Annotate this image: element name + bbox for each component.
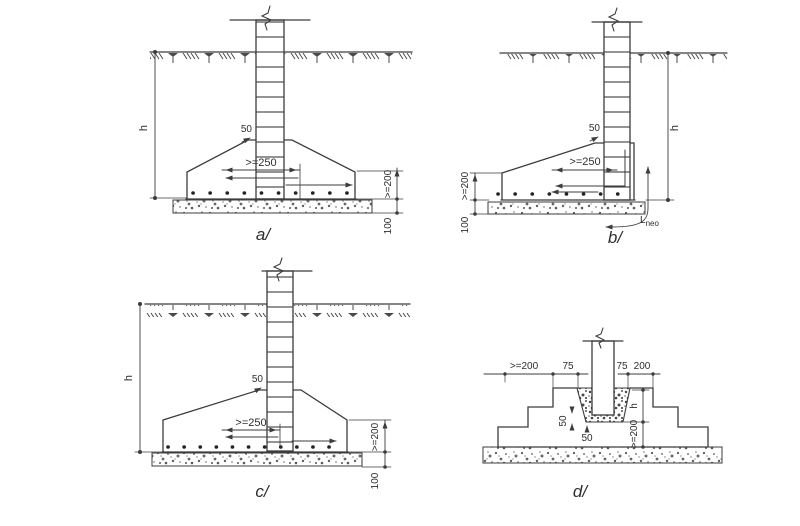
dim-50-arrow-b — [589, 136, 599, 143]
ground-hatch-a-right — [284, 53, 412, 65]
chain-ext-a — [355, 170, 404, 214]
diagram-b: h 50 >=250 >=200 100 Lneo b/ — [460, 7, 728, 247]
dim-250-label-b: >=250 — [569, 156, 600, 168]
dim-dot — [138, 302, 142, 306]
dim-h-label-c: h — [123, 375, 135, 381]
ground-hatch-a-left — [150, 53, 256, 65]
ground-hatch-b-left — [500, 54, 604, 66]
dim-75-left-label-d: 75 — [562, 361, 574, 372]
dim-50-label-a: 50 — [241, 124, 253, 135]
break-symbol-b — [607, 7, 620, 32]
break-symbol-c — [272, 257, 285, 282]
diagram-c: h 50 >=250 >=200 100 c/ — [123, 257, 411, 501]
dim-50-arrow-c — [252, 387, 262, 394]
anchor-length-label: Lneo — [640, 215, 659, 228]
footing-outline-c — [161, 389, 349, 453]
dim-dot — [153, 50, 157, 54]
dim-socket-depth-label-d: h — [629, 403, 640, 409]
lean-concrete-c — [151, 452, 363, 467]
column-b — [603, 21, 631, 201]
dim-dot — [626, 372, 630, 376]
dim-50-label-b: 50 — [589, 123, 601, 134]
chain-ext-d — [623, 389, 650, 423]
dim-250-label-a: >=250 — [245, 157, 276, 169]
dim-dot — [503, 372, 507, 376]
anchor-length-sub: neo — [646, 219, 660, 228]
dim-dot — [641, 445, 645, 449]
lean-concrete-a — [172, 199, 373, 214]
dim-lean-label-a: 100 — [383, 217, 394, 234]
dim-below-socket-label-d: >=200 — [629, 419, 640, 448]
anchor-bar-b — [555, 149, 626, 189]
ground-hatch-c-right — [293, 305, 410, 317]
dim-50-arrow-a — [241, 137, 251, 144]
dim-250-label-c: >=250 — [235, 417, 266, 429]
anchor-length-leader — [605, 166, 649, 230]
chain-ext-c — [347, 419, 392, 468]
lean-concrete-d — [482, 446, 723, 464]
dim-lean-label-b: 100 — [460, 216, 471, 233]
dim-h-label-a: h — [138, 125, 150, 131]
chain-ext-b — [469, 172, 503, 215]
dim-dot — [641, 420, 645, 424]
break-symbol-d — [594, 327, 606, 349]
column-a — [255, 19, 285, 200]
dim-edge-label-b: >=200 — [460, 171, 471, 200]
dim-ext-top-d — [504, 373, 654, 389]
dim-grout-v-label-d: 50 — [558, 415, 569, 427]
dim-200-label-d: 200 — [634, 361, 651, 372]
lean-concrete-b — [487, 201, 646, 215]
dim-dot — [651, 372, 655, 376]
dim-h-label-b: h — [669, 125, 681, 131]
dim-grout-h-label-d: 50 — [581, 433, 593, 444]
ground-hatch-c-left — [145, 305, 267, 317]
dim-75-right-label-d: 75 — [616, 361, 628, 372]
diagram-d: >=200 75 75 200 h >=200 50 50 d/ — [482, 327, 723, 501]
anchor-length-main: L — [640, 215, 646, 226]
dim-top-left-label-d: >=200 — [510, 361, 539, 372]
dim-50-label-c: 50 — [252, 374, 264, 385]
dim-dot — [641, 388, 645, 392]
precast-column-d — [591, 340, 615, 416]
dim-dot — [576, 372, 580, 376]
footing-outline-a — [185, 139, 357, 200]
caption-d: d/ — [573, 482, 589, 501]
diagram-a: h 50 >=250 >=200 100 a/ — [138, 5, 413, 244]
dim-edge-label-c: >=200 — [370, 422, 381, 451]
break-symbol-a — [260, 5, 273, 31]
dim-dot — [666, 51, 670, 55]
dim-edge-label-a: >=200 — [383, 169, 394, 198]
caption-a: a/ — [256, 225, 272, 244]
dim-lean-label-c: 100 — [370, 472, 381, 489]
footing-outline-b — [500, 142, 636, 201]
ground-hatch-b-right — [630, 54, 727, 66]
caption-c: c/ — [255, 482, 271, 501]
dim-dot — [551, 372, 555, 376]
caption-b: b/ — [608, 228, 624, 247]
